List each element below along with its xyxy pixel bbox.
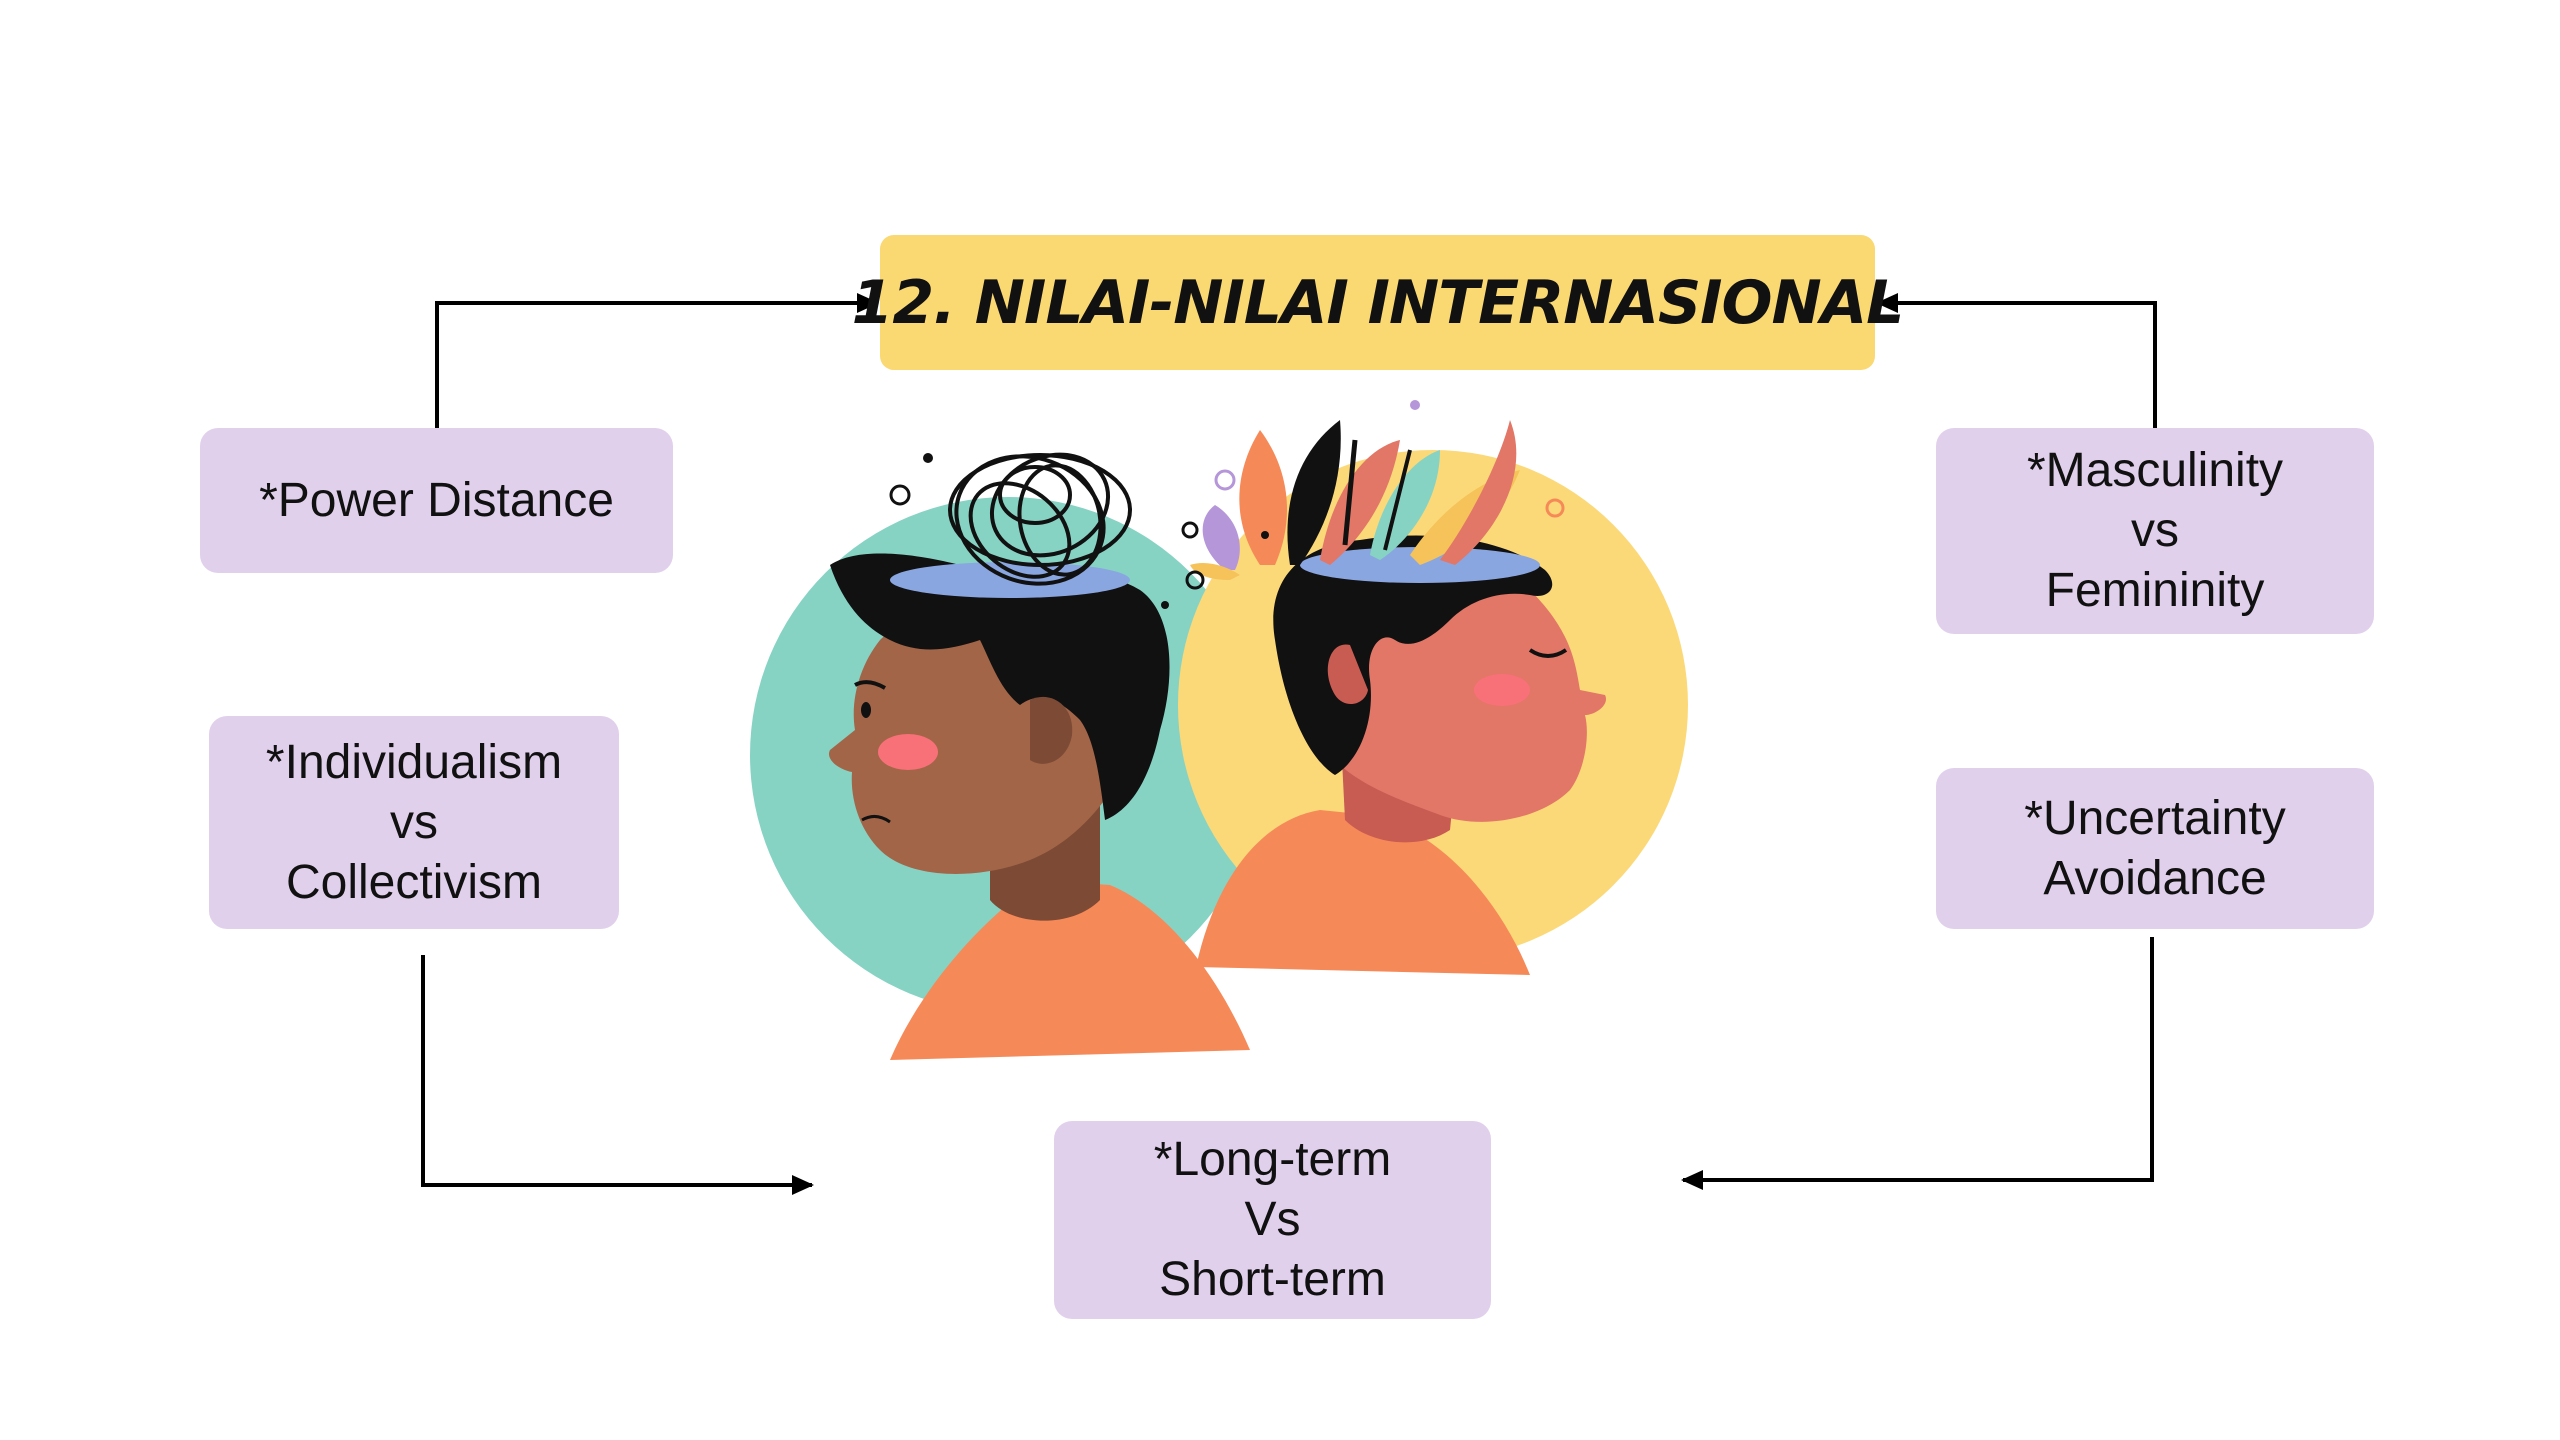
dot	[923, 453, 933, 463]
tangled-thoughts-icon	[889, 452, 1205, 590]
node-line: *Individualism	[265, 735, 563, 789]
left-hair	[830, 553, 1170, 820]
node-uncertainty-avoidance: *Uncertainty Avoidance	[1936, 768, 2374, 929]
node-line: Femininity	[2045, 564, 2265, 617]
node-line: *Uncertainty	[2024, 791, 2286, 845]
right-person	[1196, 535, 1606, 975]
node-line: *Power Distance	[259, 473, 614, 527]
node-line: *Long-term	[1153, 1133, 1392, 1186]
node-line: Collectivism	[285, 855, 543, 909]
node-masculinity-femininity: *Masculinity vs Femininity	[1936, 428, 2374, 634]
left-blush	[878, 734, 938, 770]
node-line: Vs	[1244, 1193, 1301, 1246]
title-box: 12. NILAI-NILAI INTERNASIONAL	[852, 235, 1904, 370]
arrow-power-to-title	[435, 293, 879, 428]
right-blush	[1474, 674, 1530, 706]
node-line: vs	[2131, 504, 2179, 557]
arrow-uncertainty-to-longterm	[1681, 937, 2154, 1190]
left-eye	[861, 702, 871, 718]
node-line: vs	[390, 795, 438, 849]
node-long-short-term: *Long-term Vs Short-term	[1054, 1121, 1491, 1319]
node-line: Short-term	[1159, 1253, 1386, 1306]
right-eye	[1528, 648, 1568, 658]
node-line: Avoidance	[2043, 851, 2267, 905]
page-title: 12. NILAI-NILAI INTERNASIONAL	[851, 267, 1905, 338]
node-line: *Masculinity	[2026, 444, 2284, 497]
dot	[1161, 601, 1169, 609]
right-hair	[1273, 535, 1553, 775]
arrow-individualism-to-longterm	[421, 955, 814, 1195]
blooming-leaves-icon	[1190, 400, 1565, 580]
left-person	[829, 553, 1250, 1060]
arrow-masculinity-to-title	[1876, 293, 2157, 428]
node-power-distance: *Power Distance	[200, 428, 673, 573]
node-individualism-collectivism: *Individualism vs Collectivism	[209, 716, 619, 929]
